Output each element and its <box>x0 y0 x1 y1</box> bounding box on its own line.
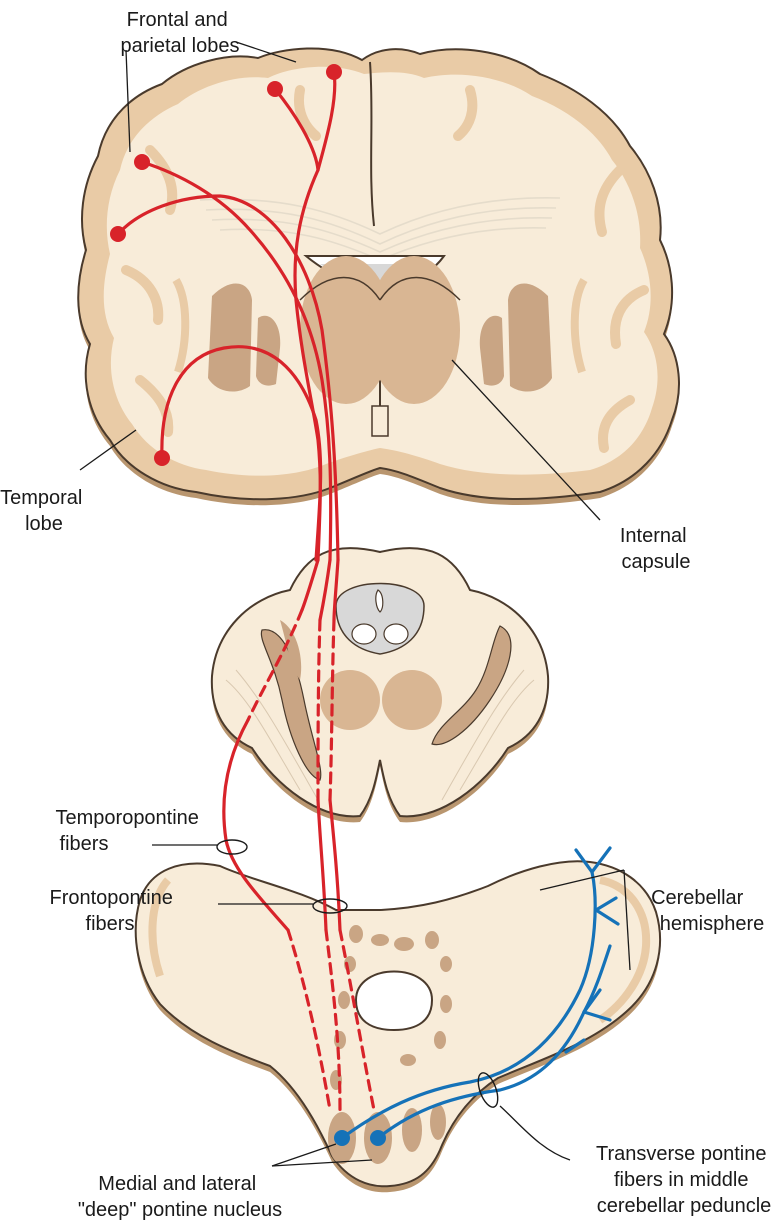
label-frontal-parietal: Frontal and parietal lobes <box>121 9 240 57</box>
origin-frontal-2 <box>110 226 126 242</box>
fourth-ventricle <box>356 972 432 1031</box>
red-nucleus-right <box>382 670 442 730</box>
putamen-right <box>508 284 552 392</box>
origin-parietal-2 <box>267 81 283 97</box>
coronal-brain-section-icon <box>78 48 679 505</box>
label-internal-capsule: Internal capsule <box>620 525 692 573</box>
origin-lateral-nucleus <box>370 1130 386 1146</box>
label-cerebellar-hemisphere: Cerebellar hemisphere <box>651 887 764 935</box>
label-transverse-pontine-fibers: Transverse pontine fibers in middle cere… <box>596 1143 772 1217</box>
label-temporopontine-fibers: Temporopontine fibers <box>56 807 205 855</box>
label-pontine-nucleus: Medial and lateral "deep" pontine nucleu… <box>78 1173 282 1221</box>
temporopontine-bundle-marker <box>217 840 247 854</box>
red-nucleus-left <box>320 670 380 730</box>
label-temporal-lobe: Temporal lobe <box>0 487 88 535</box>
origin-frontal-1 <box>134 154 150 170</box>
putamen-left <box>208 284 252 392</box>
midbrain-section-icon <box>212 548 548 822</box>
origin-medial-nucleus <box>334 1130 350 1146</box>
origin-parietal-1 <box>326 64 342 80</box>
pons-cerebellum-section-icon <box>136 861 660 1192</box>
origin-temporal <box>154 450 170 466</box>
globus-pallidus-right <box>480 316 504 386</box>
